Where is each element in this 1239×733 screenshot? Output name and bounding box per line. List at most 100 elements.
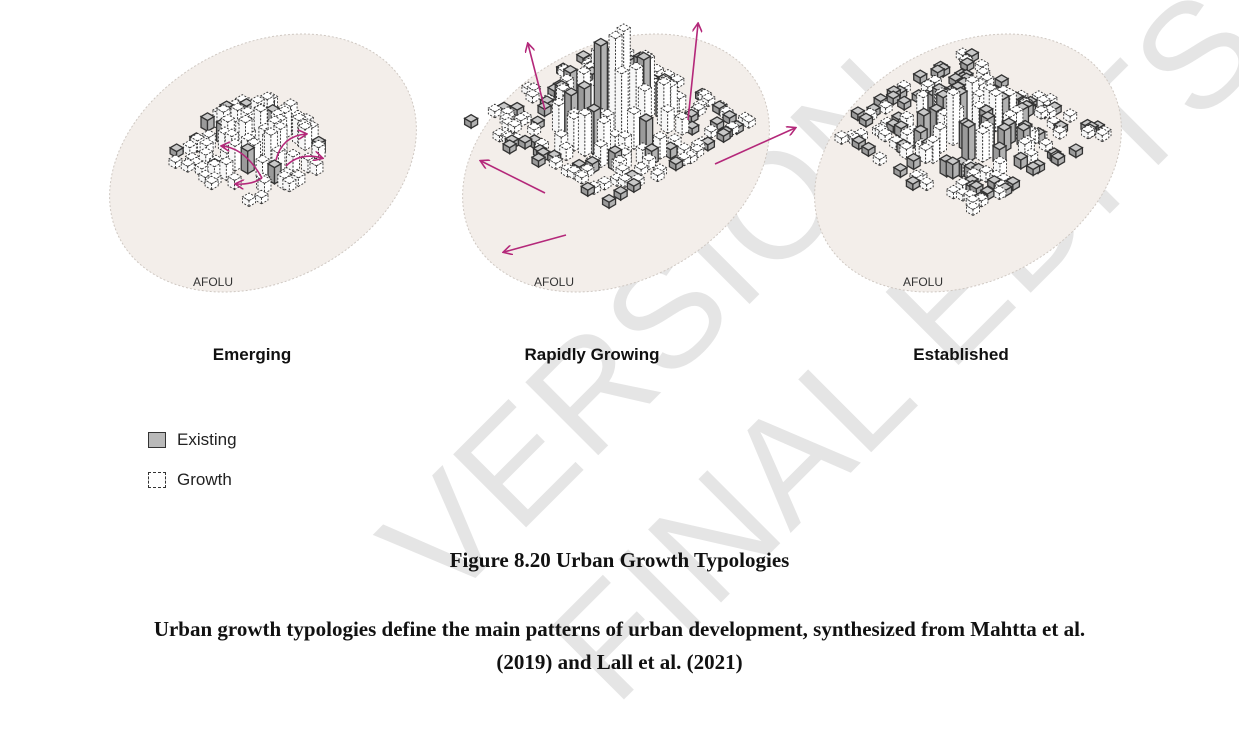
growth-building-block: [242, 195, 250, 208]
growth-building-block: [946, 188, 954, 200]
growth-building-block: [257, 175, 272, 184]
afolu-label: AFOLU: [903, 275, 943, 289]
growth-building-block: [566, 165, 582, 174]
growth-building-block: [250, 95, 266, 104]
growth-building-block: [616, 23, 632, 33]
growth-building-block: [577, 111, 586, 158]
existing-building-block: [860, 141, 877, 151]
existing-building-block: [586, 103, 602, 113]
growth-building-block: [986, 76, 995, 88]
growth-building-block: [932, 121, 948, 131]
growth-building-block: [311, 139, 326, 149]
growth-building-block: [899, 141, 914, 151]
growth-building-block: [652, 131, 668, 140]
growth-arrow: [504, 234, 567, 252]
existing-building-block: [979, 185, 996, 195]
growth-building-block: [704, 127, 712, 140]
existing-building-block: [612, 185, 629, 195]
growth-building-block: [1062, 108, 1078, 118]
growth-building-block: [678, 94, 687, 113]
growth-building-block: [610, 175, 618, 188]
legend-item-growth: Growth: [148, 470, 232, 490]
existing-building-block: [858, 112, 874, 122]
existing-building-block: [501, 139, 518, 149]
existing-building-block: [638, 113, 654, 123]
growth-building-block: [698, 105, 706, 118]
growth-building-block: [919, 180, 928, 192]
existing-building-block: [563, 87, 580, 97]
panel-emerging-diagram: AFOLU: [109, 33, 417, 293]
growth-arrow: [687, 24, 698, 121]
growth-building-block: [741, 117, 750, 130]
growth-building-block: [965, 201, 981, 211]
growth-building-block: [1095, 131, 1103, 143]
growth-building-block: [674, 111, 690, 121]
growth-building-block: [656, 76, 672, 86]
existing-building-block: [584, 155, 601, 166]
growth-building-block: [199, 137, 215, 147]
growth-building-block: [204, 175, 220, 185]
growth-building-block: [285, 148, 301, 158]
growth-building-block: [641, 153, 657, 162]
growth-building-block: [204, 179, 213, 191]
growth-building-block: [899, 110, 915, 120]
growth-building-block: [978, 165, 994, 174]
growth-building-block: [966, 204, 974, 217]
growth-building-block: [1080, 124, 1096, 134]
growth-building-block: [676, 142, 692, 152]
growth-building-block: [487, 103, 503, 113]
growth-building-block: [617, 173, 633, 182]
growth-building-block: [964, 75, 980, 84]
growth-building-block: [487, 107, 496, 119]
growth-building-block: [965, 194, 981, 204]
figure-description-line-1: Urban growth typologies define the main …: [153, 617, 1086, 641]
existing-building-block: [715, 127, 732, 137]
existing-building-block: [1050, 151, 1066, 161]
growth-building-block: [270, 108, 286, 117]
existing-building-block: [1053, 120, 1069, 130]
growth-building-block: [211, 179, 219, 191]
growth-building-block: [920, 79, 936, 88]
growth-building-block: [514, 122, 522, 134]
growth-building-block: [1063, 111, 1071, 124]
growth-building-block: [1045, 141, 1053, 153]
existing-building-block: [961, 122, 970, 164]
growth-building-block: [650, 167, 665, 177]
growth-building-block: [1059, 128, 1067, 141]
figure-description-line-2: (2019) and Lall et al. (2021): [496, 650, 743, 674]
growth-building-block: [918, 142, 934, 152]
existing-building-block: [929, 64, 946, 74]
growth-building-block: [731, 124, 740, 136]
growth-building-block: [660, 104, 676, 113]
existing-building-block: [517, 134, 533, 144]
growth-building-block: [553, 129, 569, 138]
existing-building-block: [928, 103, 945, 113]
growth-building-block: [657, 171, 665, 183]
existing-building-block: [504, 134, 520, 144]
growth-building-block: [879, 155, 887, 167]
growth-building-block: [1038, 141, 1047, 153]
existing-building-block: [947, 72, 964, 82]
growth-building-block: [945, 87, 961, 97]
growth-building-block: [194, 160, 210, 170]
existing-building-block: [916, 107, 932, 117]
existing-building-block: [535, 147, 552, 157]
growth-building-block: [218, 156, 234, 166]
growth-building-block: [584, 111, 592, 158]
growth-building-block: [240, 132, 256, 142]
growth-building-block: [1002, 109, 1018, 118]
growth-building-block: [559, 73, 575, 83]
existing-swatch-icon: [148, 432, 166, 448]
growth-building-block: [579, 163, 595, 173]
building-cluster-emerging: [168, 91, 327, 208]
growth-building-block: [507, 119, 523, 128]
growth-building-block: [1035, 94, 1051, 104]
growth-building-block: [650, 171, 659, 183]
growth-building-block: [586, 166, 595, 179]
growth-building-block: [703, 124, 719, 133]
existing-building-block: [912, 124, 929, 134]
existing-building-block: [562, 64, 579, 74]
existing-building-block: [991, 141, 1008, 151]
growth-building-block: [224, 128, 240, 138]
growth-building-block: [974, 59, 990, 68]
